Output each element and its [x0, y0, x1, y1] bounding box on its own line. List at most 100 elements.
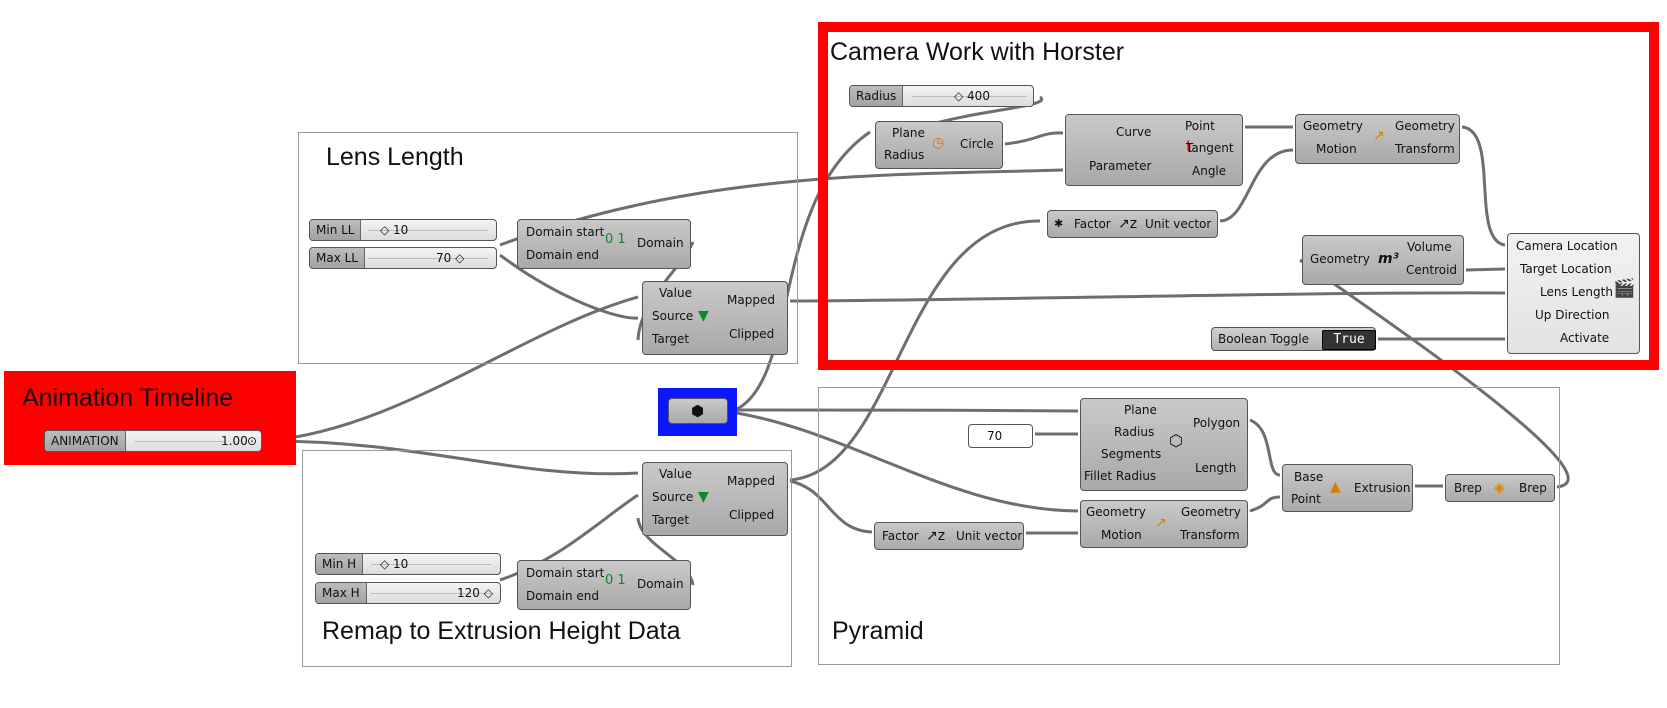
port-domain[interactable]: Domain — [637, 577, 684, 591]
min-h-slider[interactable]: Min H ◇ 10 — [315, 553, 501, 575]
wire — [789, 219, 1041, 482]
port-mapped[interactable]: Mapped — [727, 293, 775, 307]
port-up-direction[interactable]: Up Direction — [1535, 308, 1610, 322]
port-geometry-out[interactable]: Geometry — [1181, 505, 1241, 519]
construct-domain-ll[interactable]: Domain start Domain end 0 1 Domain — [517, 219, 691, 269]
radius-slider[interactable]: Radius ◇ 400 — [849, 85, 1034, 107]
polygon-icon: ⬡ — [1169, 431, 1183, 450]
port-curve[interactable]: Curve — [1116, 125, 1152, 139]
slider-value: ◇ 10 — [380, 223, 409, 237]
max-ll-slider[interactable]: Max LL 70 ◇ — [309, 247, 497, 269]
wire — [264, 439, 639, 476]
polygon-component[interactable]: Plane Radius Segments Fillet Radius ⬡ Po… — [1080, 398, 1248, 491]
port-centroid[interactable]: Centroid — [1406, 263, 1458, 277]
min-ll-slider[interactable]: Min LL ◇ 10 — [309, 219, 497, 241]
port-brep-in[interactable]: Brep — [1454, 481, 1482, 495]
group-title-animation: Animation Timeline — [22, 384, 234, 412]
evaluate-curve-component[interactable]: Curve Parameter t Point Tangent Angle — [1065, 114, 1243, 186]
port-tangent[interactable]: Tangent — [1186, 141, 1234, 155]
extrude-point-component[interactable]: Base Point ▲ Extrusion — [1282, 464, 1413, 512]
boolean-toggle[interactable]: Boolean Toggle True — [1211, 327, 1376, 351]
port-camera-location[interactable]: Camera Location — [1516, 239, 1618, 253]
port-activate[interactable]: Activate — [1560, 331, 1610, 345]
port-segments[interactable]: Segments — [1101, 447, 1162, 461]
wire — [1219, 148, 1294, 223]
port-volume[interactable]: Volume — [1407, 240, 1452, 254]
port-clipped[interactable]: Clipped — [729, 327, 775, 341]
remap-numbers-h[interactable]: Value Source Target ▼ Mapped Clipped — [642, 462, 788, 536]
port-plane[interactable]: Plane — [1124, 403, 1157, 417]
move-camera-component[interactable]: Geometry Motion ↗ Geometry Transform — [1295, 114, 1460, 164]
port-angle[interactable]: Angle — [1192, 164, 1227, 178]
port-target-location[interactable]: Target Location — [1520, 262, 1612, 276]
port-geometry[interactable]: Geometry — [1310, 252, 1370, 266]
remap-icon: ▼ — [698, 489, 709, 505]
port-unit-vector[interactable]: Unit vector — [1145, 217, 1212, 231]
max-h-slider[interactable]: Max H 120 ◇ — [315, 582, 501, 604]
remap-numbers-ll[interactable]: Value Source Target ▼ Mapped Clipped — [642, 281, 788, 355]
port-value[interactable]: Value — [659, 467, 692, 481]
port-source[interactable]: Source — [652, 309, 694, 323]
port-source[interactable]: Source — [652, 490, 694, 504]
brep-icon: ◈ — [1494, 480, 1505, 496]
panel-70[interactable]: 70 — [968, 424, 1033, 448]
port-geometry-out[interactable]: Geometry — [1395, 119, 1455, 133]
port-target[interactable]: Target — [652, 513, 690, 527]
brep-component[interactable]: Brep ◈ Brep — [1445, 474, 1555, 502]
port-mapped[interactable]: Mapped — [727, 474, 775, 488]
toggle-value[interactable]: True — [1322, 330, 1376, 350]
port-base[interactable]: Base — [1294, 470, 1324, 484]
group-pyramid — [818, 387, 1560, 665]
port-radius[interactable]: Radius — [1114, 425, 1155, 439]
volume-component[interactable]: Geometry m³ Volume Centroid — [1302, 235, 1464, 285]
group-title-lens-length: Lens Length — [326, 143, 464, 171]
port-point[interactable]: Point — [1291, 492, 1321, 506]
port-geometry[interactable]: Geometry — [1086, 505, 1146, 519]
port-radius[interactable]: Radius — [884, 148, 925, 162]
slider-label: Max LL — [310, 248, 365, 268]
slider-label: Min H — [316, 554, 364, 574]
construct-domain-h[interactable]: Domain start Domain end 0 1 Domain — [517, 560, 691, 610]
port-domain-end[interactable]: Domain end — [526, 589, 599, 603]
slider-value: 120 ◇ — [457, 586, 493, 600]
wire — [264, 295, 639, 443]
port-value[interactable]: Value — [659, 286, 692, 300]
port-point[interactable]: Point — [1185, 119, 1215, 133]
port-parameter[interactable]: Parameter — [1089, 159, 1152, 173]
port-clipped[interactable]: Clipped — [729, 508, 775, 522]
port-polygon[interactable]: Polygon — [1193, 416, 1241, 430]
xy-plane-component[interactable]: ⬢ — [668, 398, 728, 424]
port-domain-end[interactable]: Domain end — [526, 248, 599, 262]
port-length[interactable]: Length — [1195, 461, 1237, 475]
port-motion[interactable]: Motion — [1101, 528, 1142, 542]
port-factor[interactable]: Factor — [882, 529, 919, 543]
port-domain[interactable]: Domain — [637, 236, 684, 250]
slider-knob-icon[interactable]: ⊙ — [247, 434, 258, 448]
unit-z-camera[interactable]: ✱ Factor ↗z Unit vector — [1047, 210, 1218, 238]
port-extrusion[interactable]: Extrusion — [1354, 481, 1411, 495]
port-domain-start[interactable]: Domain start — [526, 566, 605, 580]
port-lens-length[interactable]: Lens Length — [1540, 285, 1613, 299]
move-icon: ↗ — [1373, 128, 1385, 144]
port-motion[interactable]: Motion — [1316, 142, 1357, 156]
circle-component[interactable]: Plane Radius ◷ Circle — [875, 121, 1003, 169]
remap-icon: ▼ — [698, 308, 709, 324]
group-title-camera: Camera Work with Horster — [830, 38, 1125, 66]
port-transform[interactable]: Transform — [1180, 528, 1240, 542]
port-brep-out[interactable]: Brep — [1519, 481, 1547, 495]
animation-slider[interactable]: ANIMATION 1.00 ⊙ — [44, 430, 262, 452]
port-unit-vector[interactable]: Unit vector — [956, 529, 1023, 543]
port-fillet-radius[interactable]: Fillet Radius — [1084, 469, 1157, 483]
move-pyramid-component[interactable]: Geometry Motion ↗ Geometry Transform — [1080, 500, 1248, 548]
unit-z-pyramid[interactable]: Factor ↗z Unit vector — [874, 522, 1024, 550]
port-target[interactable]: Target — [652, 332, 690, 346]
port-factor[interactable]: Factor — [1074, 217, 1111, 231]
volume-icon: m³ — [1378, 251, 1399, 267]
horster-camera-component[interactable]: Camera Location Target Location Lens Len… — [1507, 233, 1640, 354]
port-plane[interactable]: Plane — [892, 126, 925, 140]
unit-z-icon: ↗z — [1118, 216, 1138, 232]
port-transform[interactable]: Transform — [1395, 142, 1455, 156]
port-domain-start[interactable]: Domain start — [526, 225, 605, 239]
port-circle[interactable]: Circle — [960, 137, 994, 151]
port-geometry[interactable]: Geometry — [1303, 119, 1363, 133]
